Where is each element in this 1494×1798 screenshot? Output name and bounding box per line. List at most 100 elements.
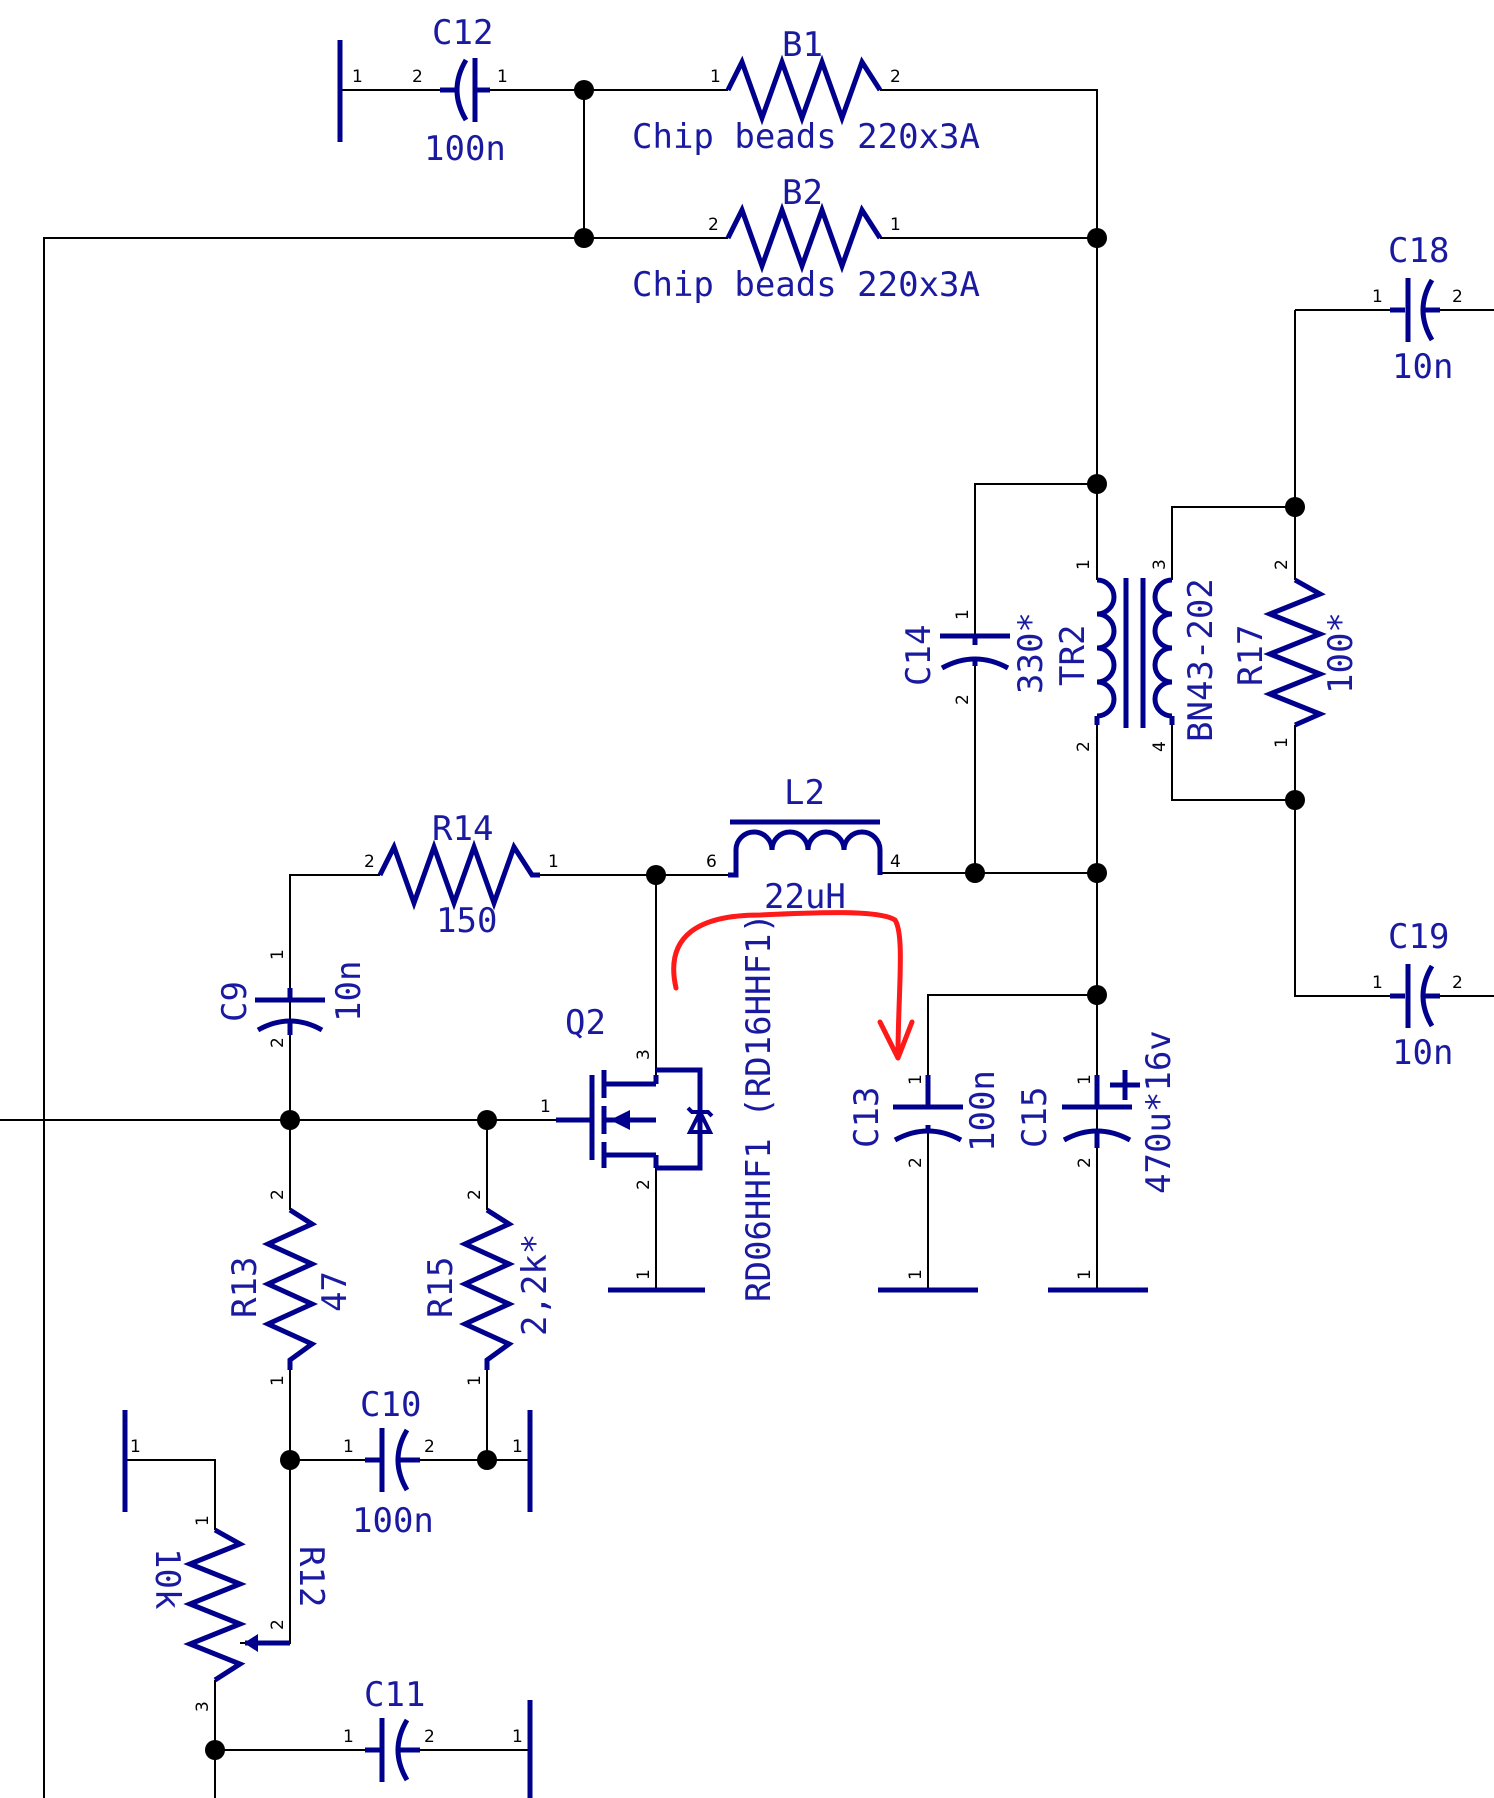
- b1-value: Chip beads 220x3A: [632, 117, 980, 157]
- pin-label: 2: [424, 1727, 435, 1747]
- component-labels: C12 100n B1 Chip beads 220x3A B2 Chip be…: [147, 13, 1453, 1715]
- r13-value: 47: [315, 1271, 355, 1312]
- r15-ref: R15: [421, 1257, 461, 1318]
- c18-value: 10n: [1392, 347, 1453, 387]
- inductor-l2: [728, 819, 883, 878]
- pin-label: 1: [1075, 1269, 1095, 1280]
- pin-label: 1: [512, 1437, 523, 1457]
- pin-label: 1: [1075, 1074, 1095, 1085]
- annotation-arrow: [671, 910, 915, 1061]
- tr2-value: BN43-202: [1181, 578, 1221, 742]
- pin-label: 2: [634, 1179, 654, 1190]
- pin-label: 3: [1150, 559, 1170, 570]
- resistor-b1: [725, 54, 883, 126]
- c12-ref: C12: [432, 13, 493, 53]
- pin-label: 1: [193, 1515, 213, 1526]
- c12-value: 100n: [424, 129, 506, 169]
- capacitor-c13: [893, 1075, 963, 1143]
- pin-label: 1: [268, 949, 288, 960]
- c15-ref: C15: [1015, 1087, 1055, 1148]
- c11-ref: C11: [364, 1675, 425, 1715]
- capacitor-c10: [365, 1428, 420, 1492]
- pin-label: 6: [706, 852, 717, 872]
- mosfet-q2: [556, 1067, 714, 1171]
- b1-ref: B1: [782, 25, 823, 65]
- pin-label: 2: [268, 1619, 288, 1630]
- pin-label: 3: [193, 1701, 213, 1712]
- q2-ref: Q2: [565, 1003, 606, 1043]
- pin-label: 1: [953, 609, 973, 620]
- pin-label: 1: [130, 1437, 141, 1457]
- pin-label: 1: [548, 852, 559, 872]
- pin-label: 2: [1074, 741, 1094, 752]
- c14-value: 330*: [1011, 612, 1051, 694]
- capacitor-c9: [255, 988, 325, 1035]
- pin-label: 4: [1150, 741, 1170, 752]
- pin-label: 2: [1452, 973, 1463, 993]
- resistor-r17: [1263, 577, 1327, 728]
- pin-label: 1: [1372, 973, 1383, 993]
- l2-value: 22uH: [764, 877, 846, 917]
- pin-label: 1: [343, 1727, 354, 1747]
- c13-ref: C13: [847, 1087, 887, 1148]
- r13-ref: R13: [225, 1257, 265, 1318]
- wires: [0, 89, 1494, 1798]
- potentiometer-r12: [183, 1527, 290, 1683]
- pin-label: 2: [412, 67, 423, 87]
- pin-label: 2: [364, 852, 375, 872]
- pin-label: 2: [1075, 1157, 1095, 1168]
- resistor-b2: [725, 202, 883, 274]
- capacitor-c11: [365, 1718, 420, 1782]
- pin-label: 1: [512, 1727, 523, 1747]
- pin-label: 2: [465, 1189, 485, 1200]
- q2-value: RD06HHF1 (RD16HHF1): [739, 913, 779, 1302]
- resistor-r15: [458, 1207, 516, 1370]
- pin-label: 2: [268, 1037, 288, 1048]
- r14-value: 150: [436, 901, 497, 941]
- pin-label: 2: [1452, 287, 1463, 307]
- pin-label: 1: [1272, 737, 1292, 748]
- pin-label: 2: [424, 1437, 435, 1457]
- pin-label: 2: [1272, 559, 1292, 570]
- b2-value: Chip beads 220x3A: [632, 265, 980, 305]
- ground-bars: [122, 40, 1148, 1798]
- r14-ref: R14: [432, 809, 493, 849]
- c13-value: 100n: [963, 1070, 1003, 1152]
- pin-label: 2: [890, 67, 901, 87]
- resistor-r14: [377, 839, 540, 911]
- b2-ref: B2: [782, 173, 823, 213]
- tr2-ref: TR2: [1053, 625, 1093, 686]
- pin-label: 3: [634, 1049, 654, 1060]
- pin-label: 1: [465, 1375, 485, 1386]
- c19-ref: C19: [1388, 917, 1449, 957]
- capacitor-c18: [1390, 278, 1440, 342]
- c9-value: 10n: [329, 961, 369, 1022]
- pin-label: 1: [352, 67, 363, 87]
- r17-ref: R17: [1231, 625, 1271, 686]
- capacitor-c15: [1062, 1070, 1140, 1148]
- pin-label: 1: [497, 67, 508, 87]
- pin-label: 1: [634, 1269, 654, 1280]
- pin-numbers: 1 2 1 1 2 2 1 1 2 1 2 1 2 1 2 3 4 2 1 6 …: [130, 67, 1463, 1747]
- pin-label: 1: [540, 1097, 551, 1117]
- c18-ref: C18: [1388, 231, 1449, 271]
- pin-label: 1: [268, 1375, 288, 1386]
- junction-dots: [205, 80, 1305, 1760]
- pin-label: 4: [890, 852, 901, 872]
- pin-label: 2: [268, 1189, 288, 1200]
- pin-label: 2: [953, 694, 973, 705]
- transformer-tr2: [1094, 577, 1175, 728]
- pin-label: 1: [906, 1269, 926, 1280]
- pin-label: 2: [906, 1157, 926, 1168]
- c14-ref: C14: [899, 625, 939, 686]
- pin-label: 1: [1372, 287, 1383, 307]
- capacitor-c14: [940, 633, 1010, 671]
- r12-value: 10k: [147, 1548, 187, 1609]
- resistor-r13: [261, 1207, 319, 1370]
- pin-label: 1: [890, 215, 901, 235]
- capacitor-c12: [440, 58, 490, 122]
- pin-label: 1: [906, 1074, 926, 1085]
- l2-ref: L2: [784, 773, 825, 813]
- pin-label: 1: [710, 67, 721, 87]
